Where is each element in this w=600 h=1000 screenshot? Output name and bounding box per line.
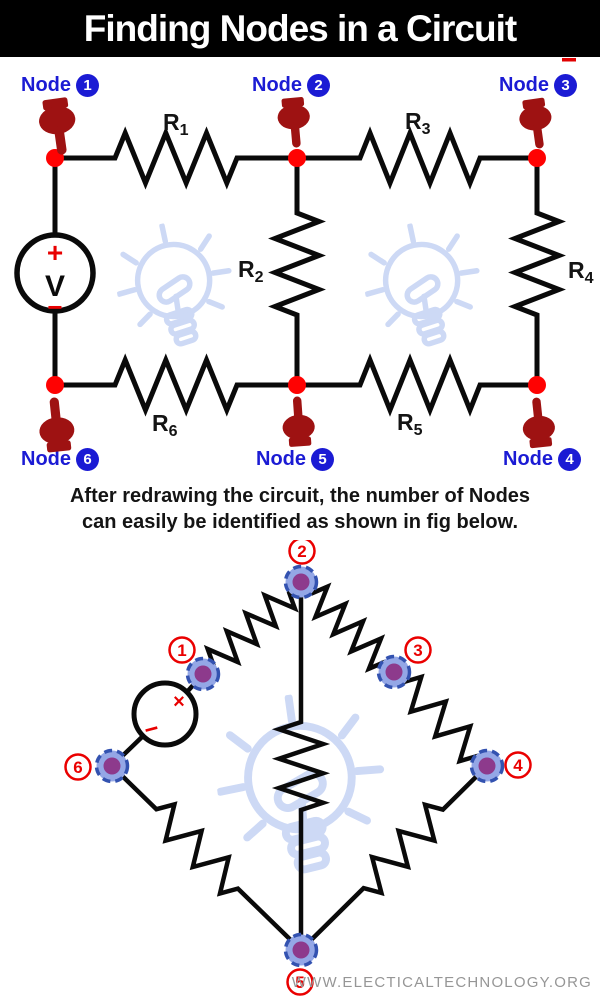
resistor-r1	[55, 126, 297, 190]
resistor-r6	[55, 353, 297, 417]
node-number-ring-4: 4	[504, 751, 532, 779]
light-bulb-watermark-icon	[107, 214, 242, 355]
node-number-badge: 6	[76, 448, 99, 471]
node-number-ring-2: 2	[288, 540, 316, 565]
node-number-badge: 5	[311, 448, 334, 471]
pointing-hand-down-icon	[511, 95, 564, 153]
resistor-label-r2: R2	[238, 256, 264, 286]
caption-line-2: can easily be identified as shown in fig…	[81, 511, 518, 533]
redrawn-node-2	[283, 564, 319, 600]
node-label-text: Node	[252, 74, 302, 96]
pointing-hand-up-icon	[513, 392, 565, 453]
voltage-source: + V −	[14, 158, 96, 385]
node-4-label: Node 4	[503, 448, 581, 471]
redrawn-node-numbers: 1 2 3 4 5 6	[64, 540, 532, 996]
resistor-r4	[508, 158, 566, 385]
node-label-text: Node	[499, 74, 549, 96]
node-dot-6	[46, 376, 64, 394]
node-1-label: Node 1	[21, 74, 99, 97]
node-3-label: Node 3	[499, 74, 577, 97]
redrawn-resistor-center	[271, 582, 331, 950]
node-label-text: Node	[21, 74, 71, 96]
red-dash-artifact	[562, 58, 576, 62]
node-number-badge: 2	[307, 74, 330, 97]
svg-text:2: 2	[297, 542, 306, 561]
redrawn-node-1	[185, 656, 221, 692]
node-dot-4	[528, 376, 546, 394]
title-bar: Finding Nodes in a Circuit	[0, 0, 600, 57]
node-dots	[46, 149, 546, 394]
resistor-r3	[297, 126, 537, 190]
node-number-badge: 3	[554, 74, 577, 97]
redrawn-node-3	[376, 654, 412, 690]
node-label-text: Node	[503, 448, 553, 470]
redrawn-circuit-svg: × −	[64, 540, 532, 996]
node-label-text: Node	[256, 448, 306, 470]
redrawn-node-6	[94, 748, 130, 784]
node-number-ring-1: 1	[168, 636, 196, 664]
node-dot-3	[528, 149, 546, 167]
node-2-label: Node 2	[252, 74, 330, 97]
node-dot-2	[288, 149, 306, 167]
resistor-label-r3: R3	[405, 108, 431, 138]
resistor-label-r4: R4	[568, 257, 594, 287]
svg-text:3: 3	[413, 641, 422, 660]
pointing-hand-down-icon	[270, 94, 321, 152]
svg-text:4: 4	[513, 756, 523, 775]
light-bulb-watermark-icon	[355, 214, 490, 355]
resistor-label-r6: R6	[152, 410, 178, 440]
source-minus-sign: −	[47, 292, 62, 322]
pointing-hand-up-icon	[29, 394, 85, 455]
resistor-label-r5: R5	[397, 409, 423, 439]
node-number-badge: 4	[558, 448, 581, 471]
source-minus-sign: −	[141, 715, 162, 745]
svg-text:1: 1	[177, 641, 186, 660]
site-watermark: WWW.ELECTICALTECHNOLOGY.ORG	[291, 974, 592, 991]
redrawn-voltage-source: × −	[110, 672, 205, 768]
node-number-ring-3: 3	[404, 636, 432, 664]
resistor-r5	[297, 353, 537, 417]
redrawn-node-4	[469, 748, 505, 784]
redrawn-resistor-3-4	[392, 670, 489, 768]
node-number-ring-6: 6	[64, 753, 92, 781]
source-plus-sign: ×	[173, 691, 185, 713]
node-number-badge: 1	[76, 74, 99, 97]
caption-text: After redrawing the circuit, the number …	[0, 483, 600, 535]
node-6-label: Node 6	[21, 448, 99, 471]
pointing-hand-down-icon	[29, 95, 89, 160]
redrawn-resistor-2-3	[299, 580, 396, 674]
svg-text:6: 6	[73, 758, 82, 777]
page-title: Finding Nodes in a Circuit	[83, 7, 517, 49]
redrawn-resistor-1-2	[201, 580, 303, 676]
redrawn-resistor-6-5	[110, 764, 303, 952]
node-5-label: Node 5	[256, 448, 334, 471]
redrawn-node-5	[283, 932, 319, 968]
redrawn-resistor-4-5	[299, 764, 489, 952]
redrawn-nodes	[94, 564, 505, 968]
resistor-r2	[268, 158, 326, 385]
node-label-text: Node	[21, 448, 71, 470]
node-dot-5	[288, 376, 306, 394]
node-number-ring-5: 5	[286, 968, 314, 996]
source-v-label: V	[45, 270, 65, 303]
top-circuit-svg: + V − R1 R2 R3 R4 R5 R6	[14, 58, 594, 440]
pointing-hand-up-icon	[274, 392, 324, 449]
svg-text:5: 5	[295, 973, 304, 992]
resistor-label-r1: R1	[163, 109, 189, 139]
source-plus-sign: +	[47, 237, 63, 268]
caption-line-1: After redrawing the circuit, the number …	[69, 485, 531, 507]
